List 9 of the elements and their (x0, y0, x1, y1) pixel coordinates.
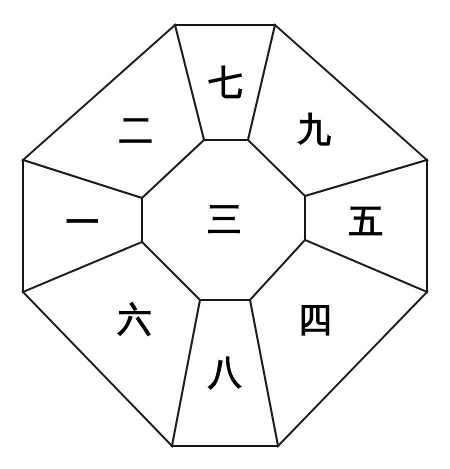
numeral-label: 二 (119, 114, 153, 148)
numeral-label: 三 (208, 202, 242, 236)
numeral-label: 七 (208, 66, 242, 100)
numeral-label: 六 (117, 303, 152, 337)
numeral-label: 九 (296, 113, 331, 148)
numeral-label: 四 (298, 302, 332, 336)
numeral-label: 五 (349, 205, 383, 239)
numeral-label: 八 (208, 356, 242, 390)
numeral-label: 一 (66, 206, 100, 240)
